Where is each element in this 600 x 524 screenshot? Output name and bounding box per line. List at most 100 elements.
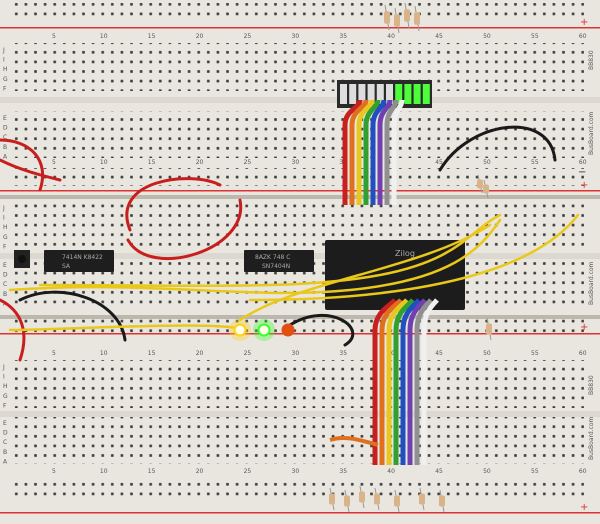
row-letter: E (3, 420, 7, 427)
ribbon-wire-bottom (400, 298, 421, 465)
row-letter: A (3, 153, 8, 160)
column-number: 25 (244, 468, 252, 475)
chip-label: 8AZK 748 C (255, 254, 290, 261)
column-number: 15 (148, 159, 156, 166)
rail-plus-label: + (580, 502, 588, 513)
ribbon-wire-top (356, 99, 375, 205)
bargraph-segment (422, 84, 430, 104)
resistor-body (477, 179, 483, 189)
brand-label: BusBoard.com (588, 111, 595, 155)
rail-plus-label: + (580, 322, 588, 333)
hole-grid (12, 360, 584, 408)
ribbon-wire-top (391, 99, 405, 205)
ribbon-wire-bottom (372, 298, 397, 465)
ribbon-wire-bottom (386, 298, 409, 465)
row-letter: I (3, 374, 5, 381)
row-letter: F (3, 85, 7, 92)
rail-line-red (0, 27, 600, 29)
wires (0, 125, 580, 362)
column-number: 5 (52, 350, 56, 357)
board-seam (0, 315, 600, 319)
column-number: 50 (483, 468, 491, 475)
row-letter: F (3, 402, 7, 409)
board-seam (0, 195, 600, 199)
column-number: 15 (148, 33, 156, 40)
row-letter: B (3, 144, 7, 151)
row-letter: C (3, 439, 7, 446)
row-letter: J (2, 205, 5, 212)
column-number: 60 (579, 33, 587, 40)
column-number: 5 (52, 159, 56, 166)
rail-minus-label: − (578, 167, 586, 178)
column-number: 10 (100, 159, 108, 166)
center-channel (0, 97, 600, 103)
column-number: 20 (196, 33, 204, 40)
resistor-body (483, 184, 489, 194)
column-number: 5 (52, 33, 56, 40)
row-letter: B (3, 449, 7, 456)
hole-grid (12, 416, 584, 464)
column-number: 40 (387, 468, 395, 475)
column-number: 30 (292, 350, 300, 357)
column-number: 35 (339, 33, 347, 40)
row-letter: C (3, 134, 7, 141)
bargraph-segment (349, 84, 357, 104)
chip-zilog-cpu: Zilog (325, 240, 465, 310)
ribbon-cables (329, 99, 439, 465)
ribbon-wire-top (349, 99, 369, 205)
hole-grid (12, 482, 584, 500)
row-letter: D (3, 125, 8, 132)
column-number: 15 (148, 350, 156, 357)
column-number: 50 (483, 159, 491, 166)
chip-7414: 7414N K8422 SA (44, 250, 114, 272)
rail-plus-label: + (580, 180, 588, 191)
column-number: 30 (292, 468, 300, 475)
column-number: 30 (292, 33, 300, 40)
resistor-body (414, 12, 420, 25)
bargraph-segment (386, 84, 393, 104)
column-number: 60 (579, 350, 587, 357)
row-letter: G (3, 393, 8, 400)
row-letter: G (3, 76, 8, 83)
column-number: 25 (244, 159, 252, 166)
hole-grid (12, 201, 584, 249)
hole-grid (12, 3, 584, 20)
rail-line-red (0, 333, 600, 335)
brand-label: BusBoard.com (588, 416, 595, 460)
row-letter: C (3, 281, 7, 288)
column-number: 20 (196, 468, 204, 475)
hole-grid (12, 43, 584, 91)
ribbon-wire-top (370, 99, 387, 205)
hole-grid (12, 168, 584, 186)
resistor-body (394, 495, 400, 507)
resistor-body (394, 14, 400, 27)
bargraph-segment (413, 84, 421, 104)
brand-label: BusBoard.com (588, 261, 595, 305)
column-number: 40 (387, 159, 395, 166)
row-letter: I (3, 57, 5, 64)
chip-sublabel: SN7404N (262, 263, 290, 270)
row-letter: I (3, 215, 5, 222)
row-letter: D (3, 430, 8, 437)
rail-line-red (0, 190, 600, 192)
pushbutton[interactable] (14, 250, 30, 268)
column-number: 55 (531, 33, 539, 40)
model-label: BB830 (588, 375, 595, 395)
ribbon-wire-top (377, 99, 393, 205)
rail-plus-label: + (580, 17, 588, 28)
bargraph-segment (358, 84, 366, 104)
column-number: 55 (531, 350, 539, 357)
row-letter: D (3, 272, 8, 279)
rail-line-red (0, 512, 600, 514)
column-number: 15 (148, 468, 156, 475)
chip-7404: 8AZK 748 C SN7404N (244, 250, 314, 272)
column-number: 60 (579, 468, 587, 475)
ribbon-wire-top (363, 99, 381, 205)
column-number: 45 (435, 350, 443, 357)
leds (229, 319, 295, 341)
resistor-body (374, 493, 380, 505)
resistor-body (359, 491, 365, 503)
ribbon-wire-end (329, 435, 379, 447)
